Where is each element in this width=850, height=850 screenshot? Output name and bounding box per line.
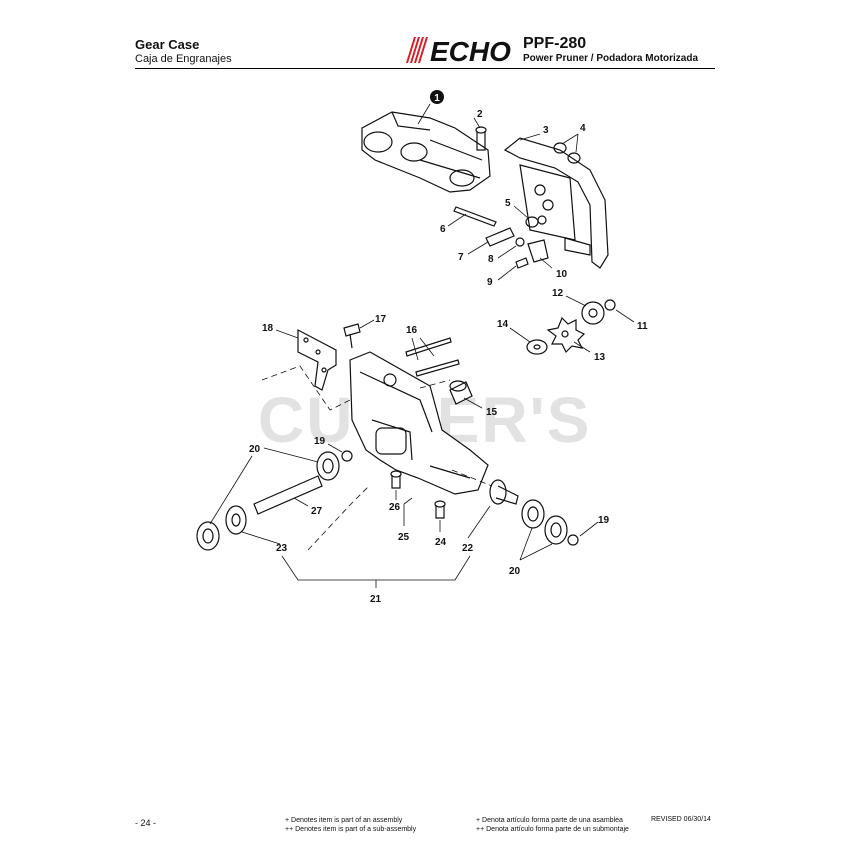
callout-15: 15 xyxy=(486,407,498,418)
part-3-guide-plate xyxy=(503,137,609,269)
part-8-washer xyxy=(515,237,525,247)
callout-23: 23 xyxy=(276,543,288,554)
page-title: Gear Case xyxy=(135,37,200,52)
part-20-bearing-left-top xyxy=(316,451,340,481)
part-27-shaft xyxy=(253,475,323,515)
model-description: Power Pruner / Podadora Motorizada xyxy=(523,53,699,64)
callout-2: 2 xyxy=(477,109,483,120)
part-20-bearing-right-a xyxy=(521,499,545,529)
callout-22: 22 xyxy=(462,543,474,554)
part-16-pins xyxy=(405,337,460,377)
header-rule xyxy=(135,68,715,69)
footer-note-en-2: ++ Denotes item is part of a sub-assembl… xyxy=(285,826,417,833)
part-18-plate xyxy=(297,329,337,391)
callout-13: 13 xyxy=(594,352,606,363)
part-20-bearing-right-b xyxy=(544,515,568,545)
callout-17: 17 xyxy=(375,314,387,325)
callout-3: 3 xyxy=(543,125,549,136)
part-24-bolt xyxy=(434,500,446,519)
callout-20-right: 20 xyxy=(509,566,521,577)
callout-5: 5 xyxy=(505,198,511,209)
part-9-screw xyxy=(515,257,529,269)
callout-18: 18 xyxy=(262,323,274,334)
footer-note-es-2: ++ Denota artículo forma parte de un sub… xyxy=(476,826,629,833)
callout-20-left: 20 xyxy=(249,444,261,455)
callout-24: 24 xyxy=(435,537,447,548)
page-number: - 24 - xyxy=(135,818,157,828)
callout-19-left: 19 xyxy=(314,436,326,447)
part-7-adjust-screw xyxy=(485,227,515,247)
leader-lines xyxy=(209,103,635,588)
callout-25: 25 xyxy=(398,532,410,543)
brand-wordmark: ECHO xyxy=(430,36,511,64)
callout-26: 26 xyxy=(389,502,401,513)
callout-7: 7 xyxy=(458,252,464,263)
callout-9: 9 xyxy=(487,277,493,288)
part-13-sprocket xyxy=(546,316,586,354)
callout-labels: 2 3 4 5 6 7 8 9 10 11 12 13 14 15 16 17 … xyxy=(249,109,648,605)
page-subtitle: Caja de Engranajes xyxy=(135,53,232,65)
part-22-pinion xyxy=(489,479,519,505)
page-header-left: Gear Case Caja de Engranajes xyxy=(135,37,232,66)
part-26-bolt xyxy=(390,470,402,489)
callout-21: 21 xyxy=(370,594,382,605)
alignment-lines xyxy=(261,365,493,551)
part-23-gear xyxy=(225,505,247,535)
part-11-circlip xyxy=(604,299,616,311)
callout-19-right: 19 xyxy=(598,515,610,526)
page-header-right: PPF-280 Power Pruner / Podadora Motoriza… xyxy=(523,36,698,65)
part-10-bracket xyxy=(527,239,549,263)
part-12-washer xyxy=(581,301,605,325)
part-2-bolt xyxy=(475,126,487,151)
footer-notes-es: + Denota artículo forma parte de una asa… xyxy=(476,816,629,834)
part-19-circlip-right xyxy=(567,534,579,546)
footer-notes-en: + Denotes item is part of an assembly ++… xyxy=(285,816,416,834)
part-15-bushing xyxy=(449,380,473,405)
callout-14: 14 xyxy=(497,319,509,330)
part-5-nut xyxy=(525,216,539,228)
callout-1: 1 xyxy=(434,93,440,104)
part-14-washer xyxy=(526,339,548,355)
callout-27: 27 xyxy=(311,506,323,517)
callout-11: 11 xyxy=(637,321,648,332)
callout-4: 4 xyxy=(580,123,586,134)
part-1-upper-housing xyxy=(361,111,491,193)
callout-6: 6 xyxy=(440,224,446,235)
callout-1-marker xyxy=(430,90,444,104)
part-drawings xyxy=(196,111,616,551)
callout-16: 16 xyxy=(406,325,418,336)
callout-12: 12 xyxy=(552,288,564,299)
part-6-pin xyxy=(453,206,497,227)
revision-date: REVISED 06/30/14 xyxy=(651,816,711,823)
part-17-screw xyxy=(343,323,361,349)
part-25-gear-case xyxy=(349,351,489,495)
part-19-circlip-left xyxy=(341,450,353,462)
model-number: PPF-280 xyxy=(523,35,587,52)
part-20-bearing-left-bottom xyxy=(196,521,220,551)
part-4-nuts xyxy=(553,142,581,164)
callout-10: 10 xyxy=(556,269,568,280)
footer-note-es-1: + Denota artículo forma parte de una asa… xyxy=(476,817,623,824)
footer-note-en-1: + Denotes item is part of an assembly xyxy=(285,817,403,824)
echo-logo: ECHO xyxy=(406,36,511,64)
callout-8: 8 xyxy=(488,254,494,265)
